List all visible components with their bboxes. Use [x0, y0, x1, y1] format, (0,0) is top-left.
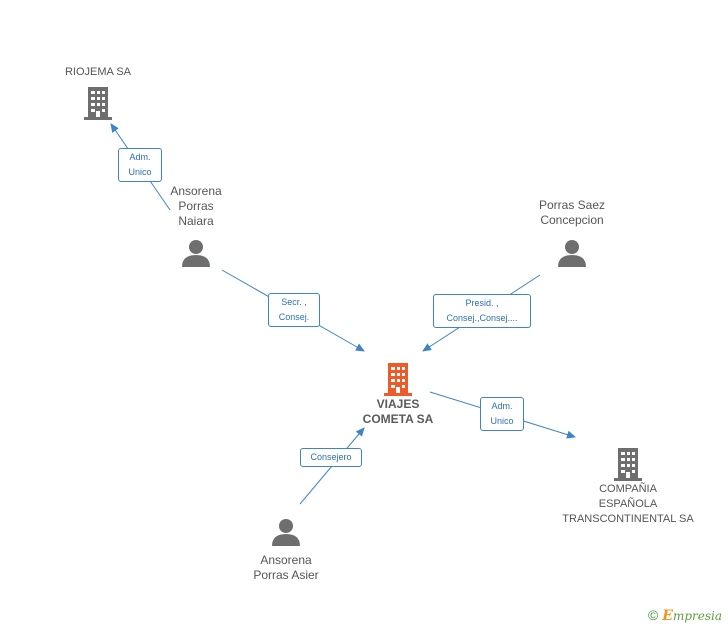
edge-label-concepcion-viajes[interactable]: Presid. , Consej.,Consej.... — [433, 294, 531, 328]
node-label-line: Naiara — [178, 214, 214, 228]
edge-label-line: Unico — [490, 416, 514, 426]
edge-label-line: Consej. — [278, 312, 310, 322]
copyright-symbol: © — [647, 607, 659, 623]
edge-label-line: Unico — [128, 167, 152, 177]
building-icon — [84, 87, 112, 120]
empresia-logo: ©Empresia — [648, 607, 722, 624]
edge-label-line: Adm. — [129, 152, 151, 162]
edge-label-asier-viajes[interactable]: Consejero — [300, 448, 362, 467]
edge-label-line: Presid. , — [465, 298, 499, 308]
node-label-line: VIAJES — [376, 397, 420, 411]
node-label-line: TRANSCONTINENTAL SA — [562, 513, 694, 525]
node-label: RIOJEMA SA — [64, 66, 132, 78]
logo-letter-e: E — [662, 608, 673, 624]
node-label-line: COMPAÑIA — [599, 483, 657, 495]
node-label-line: Ansorena — [260, 553, 312, 567]
node-label-line: ESPAÑOLA — [598, 498, 658, 510]
node-label-line: COMETA SA — [362, 412, 434, 426]
building-icon — [384, 363, 412, 396]
node-riojema[interactable]: RIOJEMA SA — [48, 65, 148, 121]
node-viajes-cometa[interactable]: VIAJES COMETA SA — [346, 361, 450, 427]
person-icon — [558, 240, 586, 267]
node-naiara[interactable]: Ansorena Porras Naiara — [148, 184, 244, 268]
node-concepcion[interactable]: Porras Saez Concepcion — [520, 198, 624, 268]
node-label-line: Ansorena — [170, 184, 222, 198]
node-label-line: Porras Saez — [538, 198, 606, 212]
node-label-line: Porras — [178, 199, 214, 213]
logo-text: mpresia — [672, 609, 722, 623]
person-icon — [272, 519, 300, 546]
building-icon — [614, 448, 642, 481]
node-label-line: Concepcion — [540, 213, 604, 227]
edge-label-viajes-compania[interactable]: Adm. Unico — [480, 397, 524, 431]
edge-label-line: Secr. , — [281, 297, 307, 307]
node-asier[interactable]: Ansorena Porras Asier — [234, 517, 338, 583]
edge-label-line: Consej.,Consej.... — [446, 313, 518, 323]
edge-label-line: Adm. — [491, 401, 513, 411]
node-label-line: Porras Asier — [253, 568, 319, 582]
node-compania[interactable]: COMPAÑIA ESPAÑOLA TRANSCONTINENTAL SA — [560, 446, 696, 527]
edge-label-line: Consejero — [310, 452, 352, 462]
edge-label-naiara-riojema[interactable]: Adm. Unico — [118, 148, 162, 182]
person-icon — [182, 240, 210, 267]
edge-label-naiara-viajes[interactable]: Secr. , Consej. — [268, 293, 320, 327]
